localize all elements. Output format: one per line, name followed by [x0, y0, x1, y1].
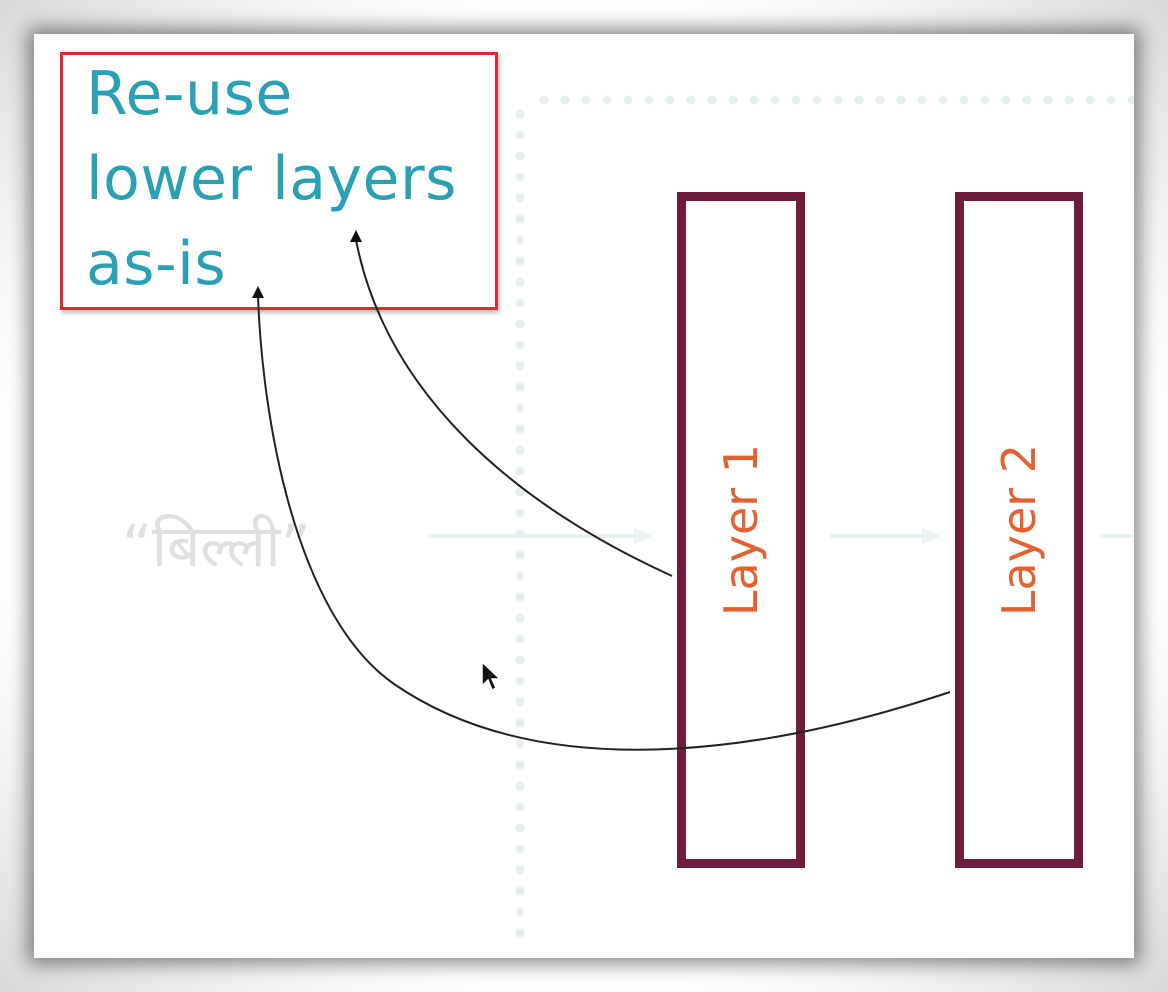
layer-1-box: Layer 1 [677, 192, 805, 868]
arrowhead-icon [350, 230, 362, 242]
input-word: “बिल्ली” [122, 512, 311, 580]
callout-line-2: lower layers [86, 144, 457, 214]
connector-curves [252, 230, 951, 751]
callout-line-1: Re-use [86, 59, 293, 129]
mouse-cursor-icon [481, 660, 502, 692]
background-guides [428, 95, 1134, 949]
slide: “बिल्ली” Re-use lower layers as-is Layer… [34, 34, 1134, 958]
arrowhead-icon [252, 286, 264, 298]
callout-line-3: as-is [86, 229, 227, 299]
layer-2-box: Layer 2 [955, 192, 1083, 868]
flow-arrowhead-2 [922, 528, 940, 544]
curve-layer2-to-callout [257, 295, 951, 751]
callout-box: Re-use lower layers as-is [60, 52, 498, 310]
flow-arrowhead-1 [634, 528, 652, 544]
curve-layer1-to-callout [355, 239, 673, 577]
